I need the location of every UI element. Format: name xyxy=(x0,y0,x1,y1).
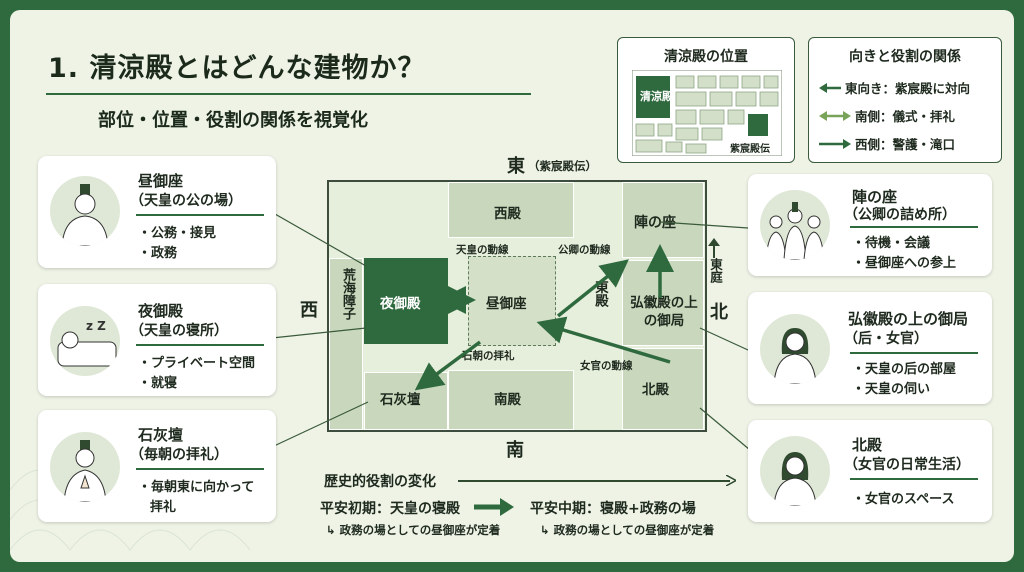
room-kouyou-shoji xyxy=(329,258,363,430)
room-saiden xyxy=(448,182,574,238)
path-kugyo-label: 公卿の動線 xyxy=(558,244,611,256)
legend-row-east: 東向き：紫宸殿に対向 xyxy=(819,78,970,97)
legend-row-west: 西側：警護・滝口 xyxy=(819,134,955,153)
timeline-arrow-icon xyxy=(726,475,736,486)
card-sekkaidan-item-2: 拝礼 xyxy=(150,500,177,515)
history-timeline xyxy=(458,480,730,482)
card-kokiden: 弘徽殿の上の御局 （后・女官） ・天皇の后の部屋 ・天皇の伺い xyxy=(748,292,992,404)
card-hokuden-item-1: ・女官のスペース xyxy=(852,492,955,507)
card-yorunootodo-sub: （天皇の寝所） xyxy=(130,323,228,339)
compass-west: 西 xyxy=(300,300,318,321)
card-divider xyxy=(850,478,978,480)
card-jinnoza-item-1: ・待機・会議 xyxy=(852,236,931,251)
card-divider xyxy=(136,214,264,216)
card-jinnoza-sub: （公卿の詰め所） xyxy=(844,207,956,223)
location-box-title: 清涼殿の位置 xyxy=(664,49,748,65)
main-panel: 1. 清涼殿とはどんな建物か？ 部位・位置・役割の関係を視覚化 清涼殿の位置 清… xyxy=(10,10,1014,562)
arrow-kugyo-path xyxy=(556,259,629,318)
emperor-avatar xyxy=(50,176,120,246)
room-yorunootodo xyxy=(364,258,448,344)
direction-legend: 向きと役割の関係 東向き：紫宸殿に対向 南側：儀式・拝礼 西側：警護・滝口 xyxy=(808,37,1002,163)
history-note-2: ↳ 政務の場としての昼御座が定着 xyxy=(540,523,715,537)
card-hokuden-title: 北殿 xyxy=(852,436,883,454)
room-saiden-label: 西殿 xyxy=(494,206,521,222)
card-kokiden-title: 弘徽殿の上の御局 xyxy=(848,310,969,328)
card-sekkaidan-title: 石灰壇 xyxy=(138,426,184,444)
arrow-left-icon xyxy=(819,82,841,93)
arrow-right-icon xyxy=(819,138,851,149)
card-sekkaidan-item-1: ・毎朝東に向かって xyxy=(138,480,255,495)
praying-emperor-avatar xyxy=(50,432,120,502)
card-kokiden-item-2: ・天皇の伺い xyxy=(852,382,931,397)
card-yorunootodo-item-2: ・就寝 xyxy=(138,376,178,391)
card-hokuden-sub: （女官の日常生活） xyxy=(844,457,970,473)
room-sekkaidan xyxy=(364,372,448,430)
path-nyokan-label: 女官の動線 xyxy=(580,360,633,372)
card-jinnoza-item-2: ・昼御座への参上 xyxy=(852,256,957,271)
page-title: 1. 清涼殿とはどんな建物か？ xyxy=(48,53,426,84)
card-hinogoza-sub: （天皇の公の場） xyxy=(130,193,242,209)
card-hinogoza: 昼御座 （天皇の公の場） ・公務・接見 ・政務 xyxy=(38,156,276,268)
legend-title: 向きと役割の関係 xyxy=(849,49,961,65)
minimap-seiryoden-label: 清涼殿 xyxy=(640,90,673,103)
room-sekkaidan-label: 石灰壇 xyxy=(380,392,421,408)
card-divider xyxy=(136,468,264,470)
page-subtitle: 部位・位置・役割の関係を視覚化 xyxy=(98,110,368,131)
card-divider xyxy=(136,344,264,346)
plan-arrows xyxy=(267,209,751,451)
empress-avatar xyxy=(760,314,830,384)
room-yorunootodo-label: 夜御殿 xyxy=(380,296,421,312)
sleeping-emperor-avatar: z Z xyxy=(50,306,120,376)
card-kokiden-sub: （后・女官） xyxy=(844,331,928,347)
history-early: 平安初期：天皇の寝殿 xyxy=(320,501,460,517)
room-jinnoza-label: 陣の座 xyxy=(634,215,676,231)
card-hinogoza-item-2: ・政務 xyxy=(138,246,178,261)
path-tenno-label: 天皇の動線 xyxy=(456,244,509,256)
double-arrow-icon xyxy=(819,110,851,121)
history-arrow-icon xyxy=(474,498,514,516)
room-kokiden-label: 弘徽殿の上の御局 xyxy=(630,295,698,329)
arrow-ishi-path xyxy=(414,340,482,391)
compass-north: 北 xyxy=(710,302,728,323)
room-kokiden xyxy=(622,260,704,346)
room-nanden xyxy=(448,370,574,430)
title-underline xyxy=(46,93,531,95)
arrow-nyokan-path xyxy=(536,316,671,364)
history-mid: 平安中期：寝殿+政務の場 xyxy=(530,501,696,517)
history-title: 歴史的役割の変化 xyxy=(324,474,436,490)
court-lady-avatar xyxy=(760,436,830,506)
card-kokiden-item-1: ・天皇の后の部屋 xyxy=(852,362,957,377)
card-divider xyxy=(850,226,978,228)
history-note-1: ↳ 政務の場としての昼御座が定着 xyxy=(326,523,501,537)
legend-row-south: 南側：儀式・拝礼 xyxy=(819,106,955,125)
arrow-up-icon xyxy=(708,238,720,258)
room-hinogoza-label: 昼御座 xyxy=(486,296,527,312)
path-ishi-label: 石朝の拝礼 xyxy=(462,350,515,362)
card-yorunootodo-title: 夜御殿 xyxy=(138,302,184,320)
compass-east: 東 xyxy=(507,156,525,177)
location-box: 清涼殿の位置 清涼殿 紫宸殿伝 xyxy=(617,37,795,163)
card-hinogoza-item-1: ・公務・接見 xyxy=(138,226,217,241)
room-nanden-label: 南殿 xyxy=(494,392,521,408)
card-sekkaidan-sub: （毎朝の拝礼） xyxy=(130,447,228,463)
card-yorunootodo-item-1: ・プライベート空間 xyxy=(138,356,256,371)
compass-east-note: （紫宸殿伝） xyxy=(528,159,597,173)
nobles-avatar xyxy=(760,190,830,260)
palace-minimap xyxy=(632,70,782,156)
compass-south: 南 xyxy=(506,440,524,461)
card-jinnoza-title: 陣の座 xyxy=(852,188,898,206)
card-hinogoza-title: 昼御座 xyxy=(138,172,184,190)
card-hokuden: 北殿 （女官の日常生活） ・女官のスペース xyxy=(748,420,992,522)
minimap-shishinden-label: 紫宸殿伝 xyxy=(730,144,770,155)
card-sekkaidan: 石灰壇 （毎朝の拝礼） ・毎朝東に向かって 拝礼 xyxy=(38,410,276,522)
east-garden-label: 東庭 xyxy=(708,258,723,283)
card-jinnoza: 陣の座 （公卿の詰め所） ・待機・会議 ・昼御座への参上 xyxy=(748,174,992,276)
svg-text:z Z: z Z xyxy=(86,319,106,333)
room-kouyou-shoji-label: 荒海障子 xyxy=(340,268,355,320)
room-hokuden-label: 北殿 xyxy=(642,382,669,398)
card-yorunootodo: z Z 夜御殿 （天皇の寝所） ・プライベート空間 ・就寝 xyxy=(38,284,276,396)
card-divider xyxy=(850,352,978,354)
